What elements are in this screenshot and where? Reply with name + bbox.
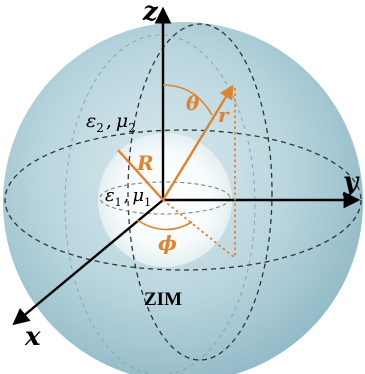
inner-equator-dashed xyxy=(99,181,231,215)
r-label: r xyxy=(218,103,230,127)
y-axis-label: y xyxy=(342,167,360,197)
outer-sep: , xyxy=(106,110,112,132)
inner-mu: μ xyxy=(132,185,144,206)
outer-mu: μ xyxy=(116,110,128,132)
outer-mu-sub: 2 xyxy=(128,121,136,135)
equator-dashed-back xyxy=(4,129,362,271)
outer-eps-sub: 2 xyxy=(96,121,104,135)
z-axis-label: z xyxy=(142,0,159,27)
outer-eps: ε xyxy=(86,110,96,132)
zim-label: ZIM xyxy=(144,289,182,310)
outer-material-label: ε2,μ2 xyxy=(86,110,136,135)
theta-label: θ xyxy=(186,91,200,115)
R-radius xyxy=(117,149,164,201)
phi-label: ϕ xyxy=(158,231,177,255)
phi-arc xyxy=(136,219,193,231)
inner-eps: ε xyxy=(105,185,115,206)
theta-arc xyxy=(162,84,213,116)
inner-eps-sub: 1 xyxy=(115,196,122,209)
inner-sep: , xyxy=(124,185,130,206)
inner-mu-sub: 1 xyxy=(144,196,151,209)
meridian-dashed-left xyxy=(64,34,256,374)
inner-material-label: ε1,μ1 xyxy=(105,185,151,209)
projection-ground xyxy=(162,199,236,259)
meridian-dashed-right xyxy=(127,23,273,361)
x-axis-label: x xyxy=(24,322,41,352)
R-label: R xyxy=(136,151,154,175)
r-vector xyxy=(161,84,234,201)
